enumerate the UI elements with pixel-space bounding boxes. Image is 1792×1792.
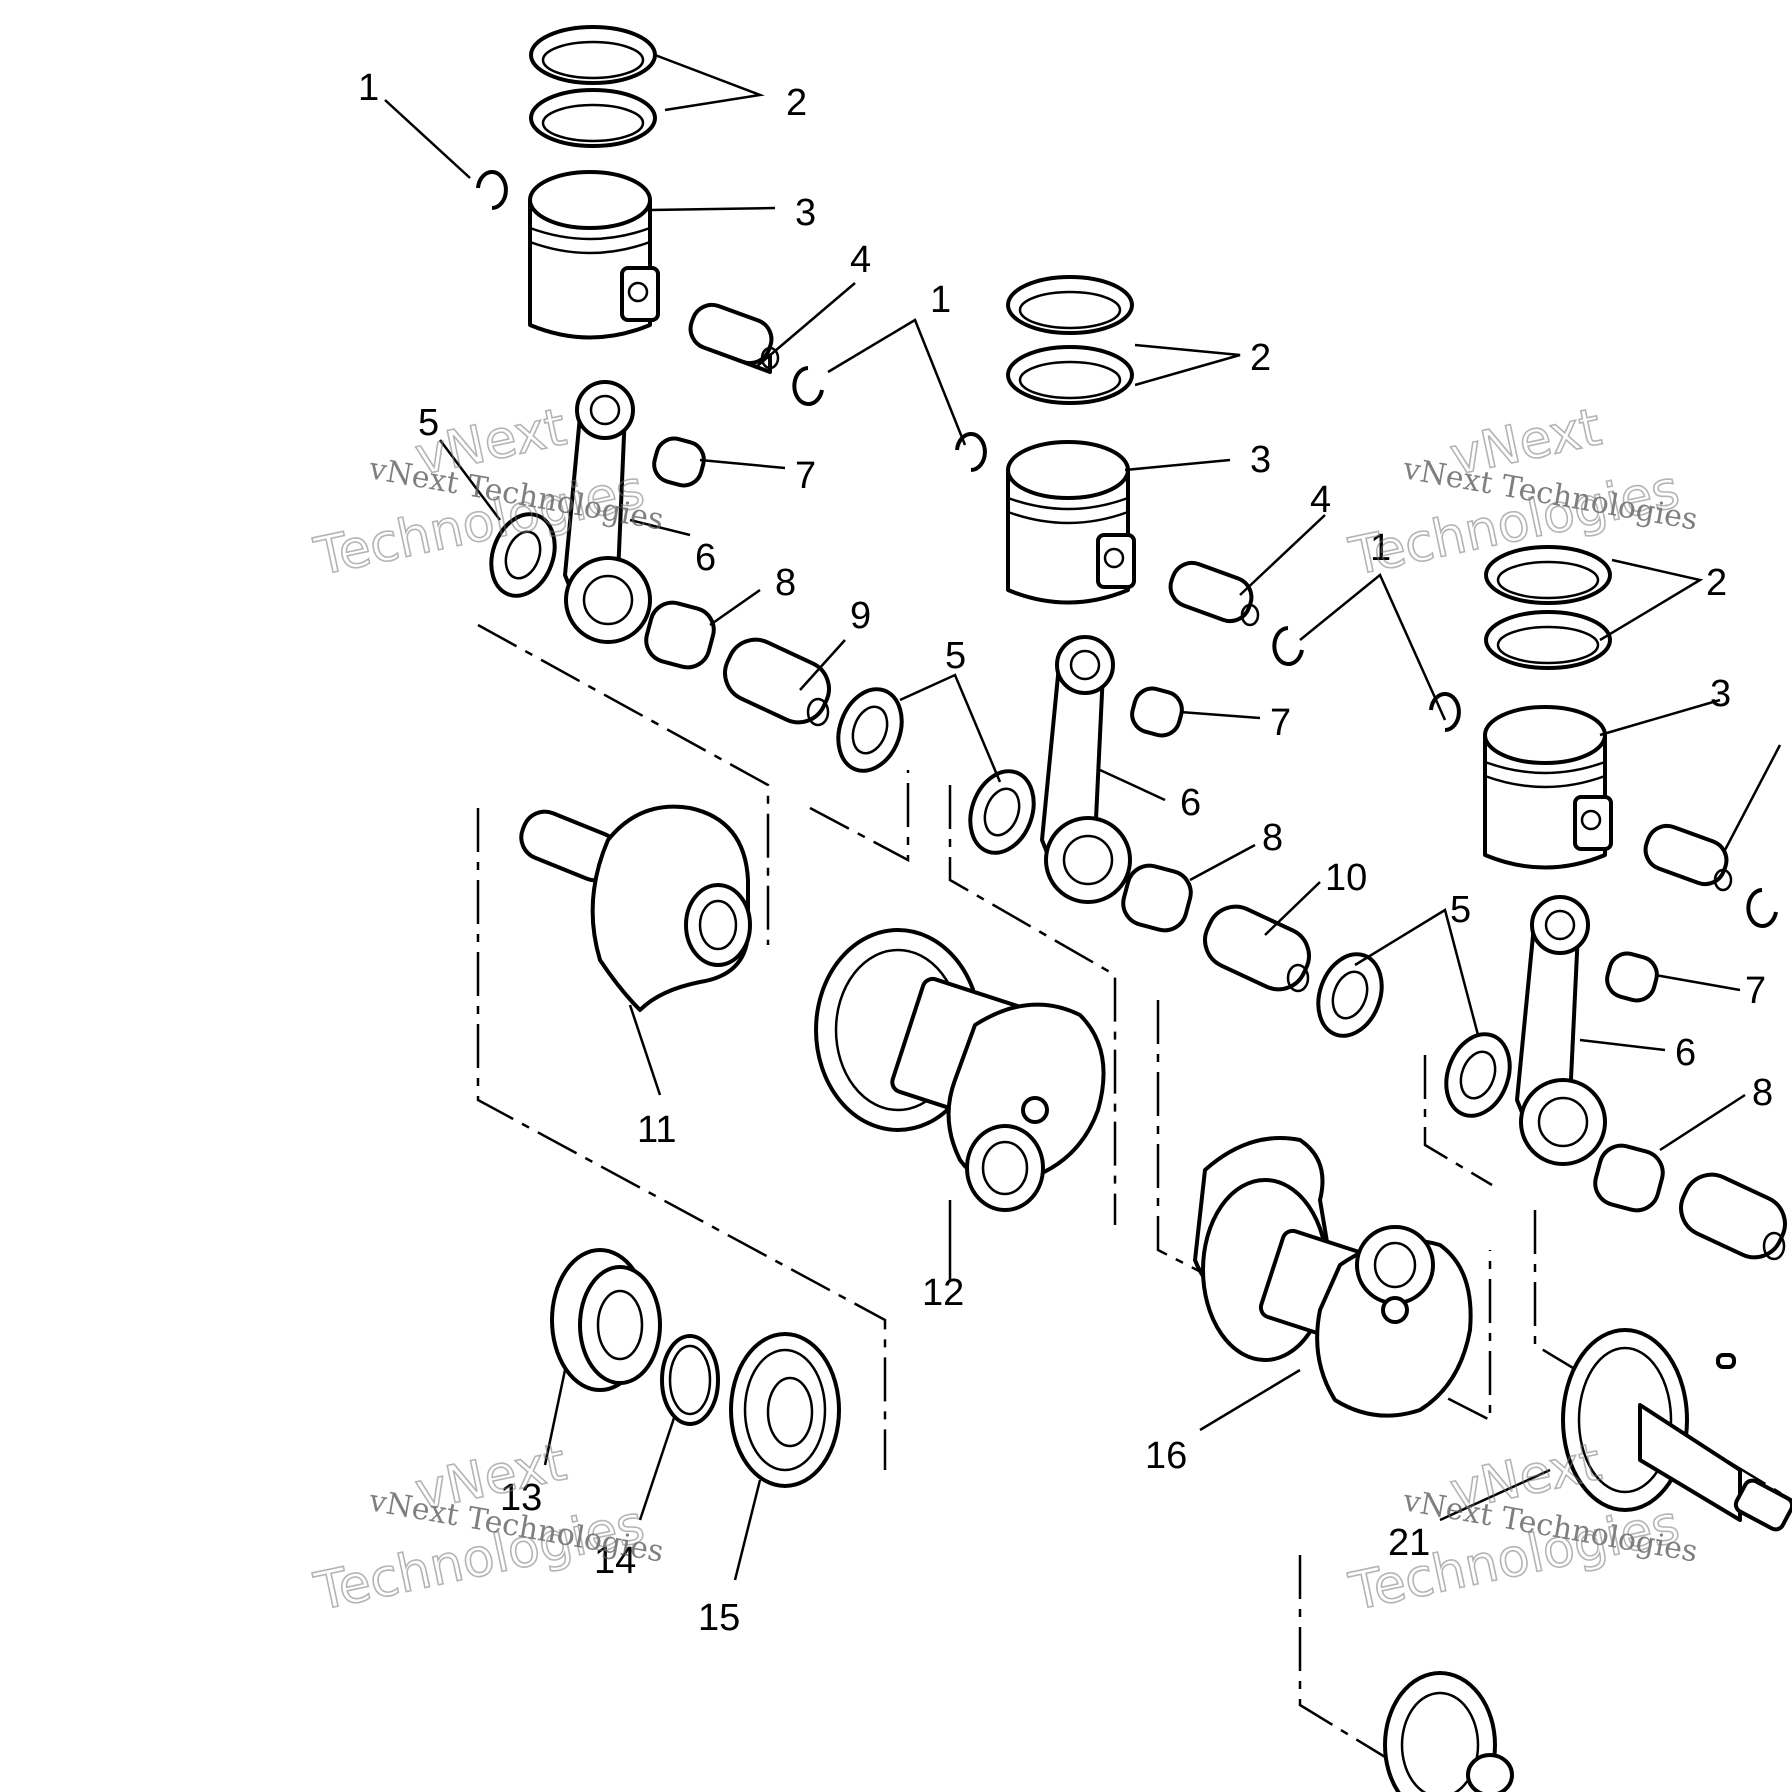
callout-11: 11 — [637, 1109, 676, 1151]
callout-9: 9 — [850, 595, 871, 637]
callout-21: 21 — [1388, 1522, 1430, 1564]
crankpin-9 — [723, 637, 831, 727]
callout-5: 5 — [418, 402, 439, 444]
callouts: 1 2 3 4 1 2 3 4 1 2 3 5 7 6 8 9 5 7 6 8 … — [358, 67, 1773, 1639]
crankshaft-end-21 — [1561, 1328, 1792, 1532]
leader-lines — [384, 53, 1782, 1581]
main-bearing-15 — [729, 1332, 841, 1488]
crankshaft-web-16 — [1193, 1136, 1473, 1418]
crankpin-10 — [1203, 904, 1311, 993]
crankshaft-end-11 — [519, 804, 752, 1012]
callout-7: 7 — [1270, 702, 1291, 744]
piston-ring-set-left — [529, 25, 657, 148]
callout-3: 3 — [1710, 673, 1731, 715]
callout-2: 2 — [1706, 562, 1727, 604]
callout-8: 8 — [1752, 1072, 1773, 1114]
circlip-right — [1429, 692, 1778, 928]
callout-2: 2 — [1250, 337, 1271, 379]
circlip-left — [476, 170, 824, 406]
piston-left — [528, 170, 660, 340]
big-end-bearing-middle — [1121, 863, 1193, 933]
callout-14: 14 — [594, 1540, 636, 1582]
main-bearing-13 — [550, 1248, 662, 1392]
piston-pin-left — [688, 302, 780, 374]
callout-10: 10 — [1325, 857, 1367, 899]
callout-1: 1 — [1370, 527, 1391, 569]
piston-pin-middle — [1168, 560, 1260, 627]
callout-1: 1 — [358, 67, 379, 109]
callout-6: 6 — [695, 537, 716, 579]
thrust-washer-middle — [968, 769, 1384, 1038]
callout-4: 4 — [1310, 479, 1331, 521]
thrust-washer-right — [1444, 1032, 1512, 1118]
snap-ring-14 — [660, 1334, 720, 1426]
piston-pin-right — [1643, 823, 1733, 892]
piston-right — [1483, 705, 1613, 870]
big-end-bearing-right — [1593, 1143, 1665, 1213]
callout-8: 8 — [1262, 817, 1283, 859]
piston-ring-set-middle — [1006, 275, 1134, 405]
callout-5: 5 — [1450, 889, 1471, 931]
callout-7: 7 — [1745, 970, 1766, 1012]
callout-15: 15 — [698, 1597, 740, 1639]
piston-ring-set-right — [1484, 545, 1612, 670]
callout-4: 4 — [850, 239, 871, 281]
callout-13: 13 — [500, 1477, 542, 1519]
main-bearing-bottom — [1383, 1671, 1514, 1792]
callout-3: 3 — [795, 192, 816, 234]
small-end-bearing-right — [1605, 951, 1659, 1003]
watermark-bottom-left: vNext Technologies vNext Technologies — [308, 1432, 666, 1624]
thrust-washer-left — [489, 512, 904, 773]
crankpin-right — [1679, 1172, 1787, 1261]
callout-8: 8 — [775, 562, 796, 604]
callout-3: 3 — [1250, 439, 1271, 481]
callout-2: 2 — [786, 82, 807, 124]
big-end-bearing-left — [644, 600, 716, 670]
callout-1: 1 — [930, 279, 951, 321]
connecting-rod-left — [563, 380, 652, 644]
callout-5: 5 — [945, 635, 966, 677]
callout-6: 6 — [1180, 782, 1201, 824]
callout-6: 6 — [1675, 1032, 1696, 1074]
callout-7: 7 — [795, 455, 816, 497]
crankshaft-web-12 — [814, 928, 1106, 1212]
small-end-bearing-left — [652, 436, 706, 488]
piston-middle — [1006, 440, 1136, 605]
callout-16: 16 — [1145, 1435, 1187, 1477]
small-end-bearing-middle — [1130, 686, 1184, 738]
connecting-rod-middle — [1040, 635, 1132, 904]
connecting-rod-right — [1515, 895, 1607, 1166]
callout-12: 12 — [922, 1272, 964, 1314]
